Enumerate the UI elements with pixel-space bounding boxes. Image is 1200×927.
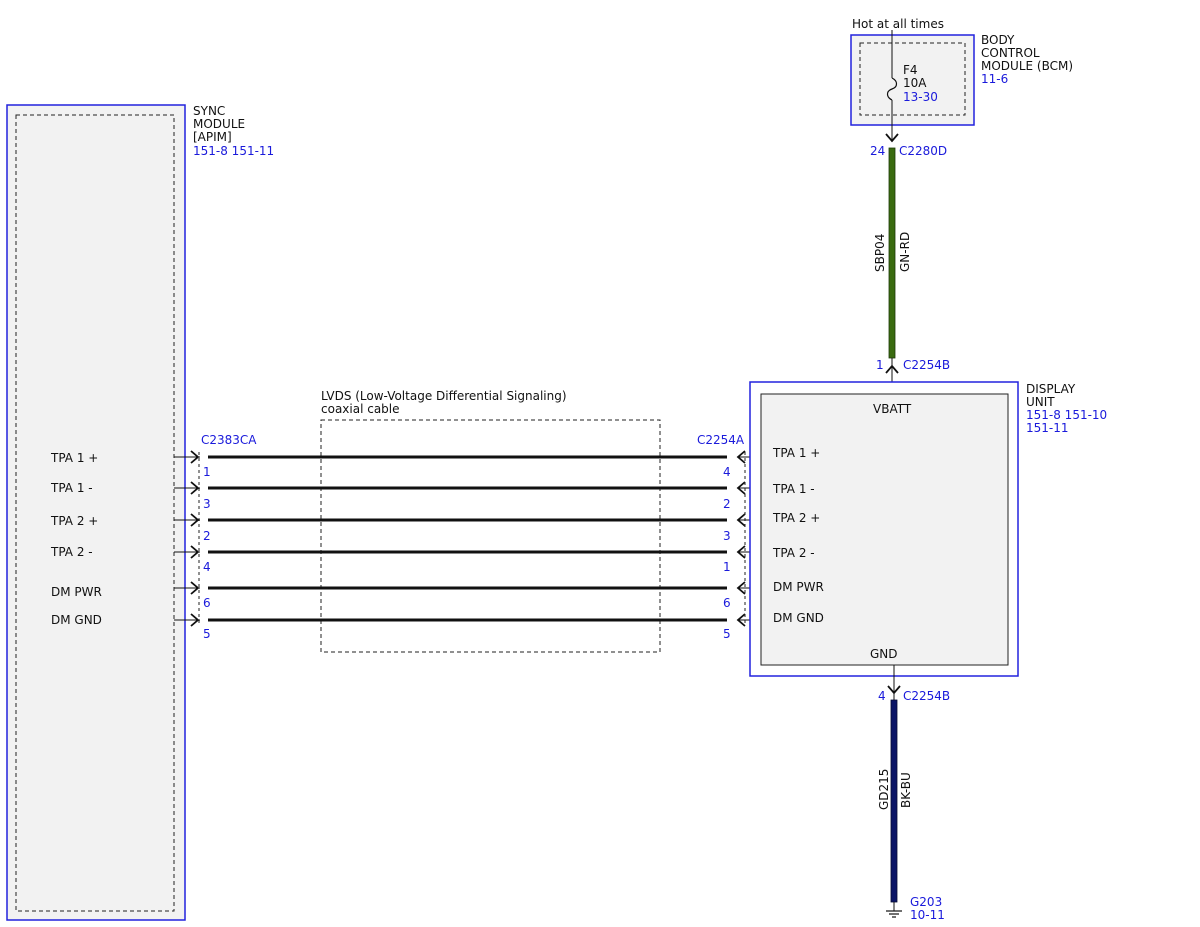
display-bottom-arrow-icon <box>887 685 901 695</box>
fuse-rating: 10A <box>903 76 927 90</box>
sync-pin-2: 2 <box>203 529 211 543</box>
fuse-name: F4 <box>903 63 918 77</box>
bcm-module: Hot at all times BODY CONTROL MODULE (BC… <box>850 17 1073 143</box>
connector-c2383ca[interactable]: C2383CA <box>201 433 257 447</box>
sync-signal-dmpwr: DM PWR <box>51 585 102 599</box>
fuse-ref[interactable]: 13-30 <box>903 90 938 104</box>
ground-name[interactable]: G203 <box>910 895 942 909</box>
sync-module: SYNC MODULE [APIM] 151-8 151-11 TPA 1 + … <box>6 104 274 921</box>
display-unit-refs-2[interactable]: 151-11 <box>1026 421 1069 435</box>
wire-tpa1n[interactable] <box>174 481 760 495</box>
display-bottom-pin-4: 4 <box>878 689 886 703</box>
sync-module-name-1: SYNC <box>193 104 225 118</box>
ground-icon <box>886 902 902 918</box>
display-signal-dmpwr: DM PWR <box>773 580 824 594</box>
sync-pin-3: 3 <box>203 497 211 511</box>
display-signal-tpa2p: TPA 2 + <box>772 511 820 525</box>
sync-signal-tpa2n: TPA 2 - <box>50 545 93 559</box>
bcm-arrow-down-icon <box>885 133 899 143</box>
connector-c2254b-bottom[interactable]: C2254B <box>903 689 950 703</box>
display-top-arrow-icon <box>885 364 899 374</box>
display-signal-tpa2n: TPA 2 - <box>772 546 815 560</box>
display-pin-4: 4 <box>723 465 731 479</box>
wire-tpa2n[interactable] <box>174 545 760 559</box>
display-pin-2: 2 <box>723 497 731 511</box>
sync-module-inner-dashed <box>15 114 175 912</box>
bcm-name-1: BODY <box>981 33 1015 47</box>
display-unit-inner <box>760 393 1009 666</box>
sync-pin-5: 5 <box>203 627 211 641</box>
wire-dmgnd[interactable] <box>174 613 760 627</box>
display-pin-1: 1 <box>723 560 731 574</box>
sync-module-name-2: MODULE <box>193 117 245 131</box>
power-wire-color-code: GN-RD <box>898 232 912 272</box>
display-pin-6: 6 <box>723 596 731 610</box>
sync-pin-1: 1 <box>203 465 211 479</box>
display-gnd-label: GND <box>870 647 898 661</box>
ground-ref[interactable]: 10-11 <box>910 908 945 922</box>
wire-dmpwr[interactable] <box>174 581 760 595</box>
sync-module-refs[interactable]: 151-8 151-11 <box>193 144 274 158</box>
display-unit-refs-1[interactable]: 151-8 151-10 <box>1026 408 1107 422</box>
display-unit: DISPLAY UNIT 151-8 151-10 151-11 VBATT G… <box>749 381 1107 677</box>
display-pin-5: 5 <box>723 627 731 641</box>
display-pin-3: 3 <box>723 529 731 543</box>
display-vbatt-label: VBATT <box>873 402 912 416</box>
connector-c2254a[interactable]: C2254A <box>697 433 745 447</box>
power-wire-circuit: SBP04 <box>873 234 887 272</box>
display-signal-tpa1p: TPA 1 + <box>772 446 820 460</box>
ground-wire-gd215[interactable] <box>890 699 898 903</box>
wire-tpa1p[interactable] <box>174 450 760 464</box>
display-signal-tpa1n: TPA 1 - <box>772 482 815 496</box>
wire-tpa2p[interactable] <box>174 513 760 527</box>
signal-wires <box>174 450 760 627</box>
bcm-refs[interactable]: 11-6 <box>981 72 1008 86</box>
display-unit-name-1: DISPLAY <box>1026 382 1076 396</box>
power-wire-sbp04[interactable] <box>888 147 896 359</box>
connector-c2254b-top[interactable]: C2254B <box>903 358 950 372</box>
bcm-inner-dashed <box>859 42 966 116</box>
sync-pin-6: 6 <box>203 596 211 610</box>
display-signal-dmgnd: DM GND <box>773 611 824 625</box>
bcm-name-3: MODULE (BCM) <box>981 59 1073 73</box>
connector-c2280d[interactable]: C2280D <box>899 144 947 158</box>
sync-module-border <box>6 104 186 921</box>
coax-cable-box <box>320 419 661 653</box>
ground-wire-circuit: GD215 <box>877 769 891 810</box>
sync-signal-dmgnd: DM GND <box>51 613 102 627</box>
display-top-pin-1: 1 <box>876 358 884 372</box>
hot-at-all-times-label: Hot at all times <box>852 17 944 31</box>
display-unit-name-2: UNIT <box>1026 395 1055 409</box>
bcm-name-2: CONTROL <box>981 46 1040 60</box>
bcm-border <box>850 34 975 126</box>
ground-wire-color-code: BK-BU <box>899 772 913 808</box>
coax-label-line1: LVDS (Low-Voltage Differential Signaling… <box>321 389 567 403</box>
fuse-icon[interactable] <box>886 77 898 101</box>
bcm-pin-24: 24 <box>870 144 885 158</box>
sync-signal-tpa1n: TPA 1 - <box>50 481 93 495</box>
sync-signal-tpa2p: TPA 2 + <box>50 514 98 528</box>
sync-pin-4: 4 <box>203 560 211 574</box>
coax-cable-group: LVDS (Low-Voltage Differential Signaling… <box>320 389 661 653</box>
sync-module-name-3: [APIM] <box>193 130 232 144</box>
sync-signal-tpa1p: TPA 1 + <box>50 451 98 465</box>
coax-label-line2: coaxial cable <box>321 402 400 416</box>
